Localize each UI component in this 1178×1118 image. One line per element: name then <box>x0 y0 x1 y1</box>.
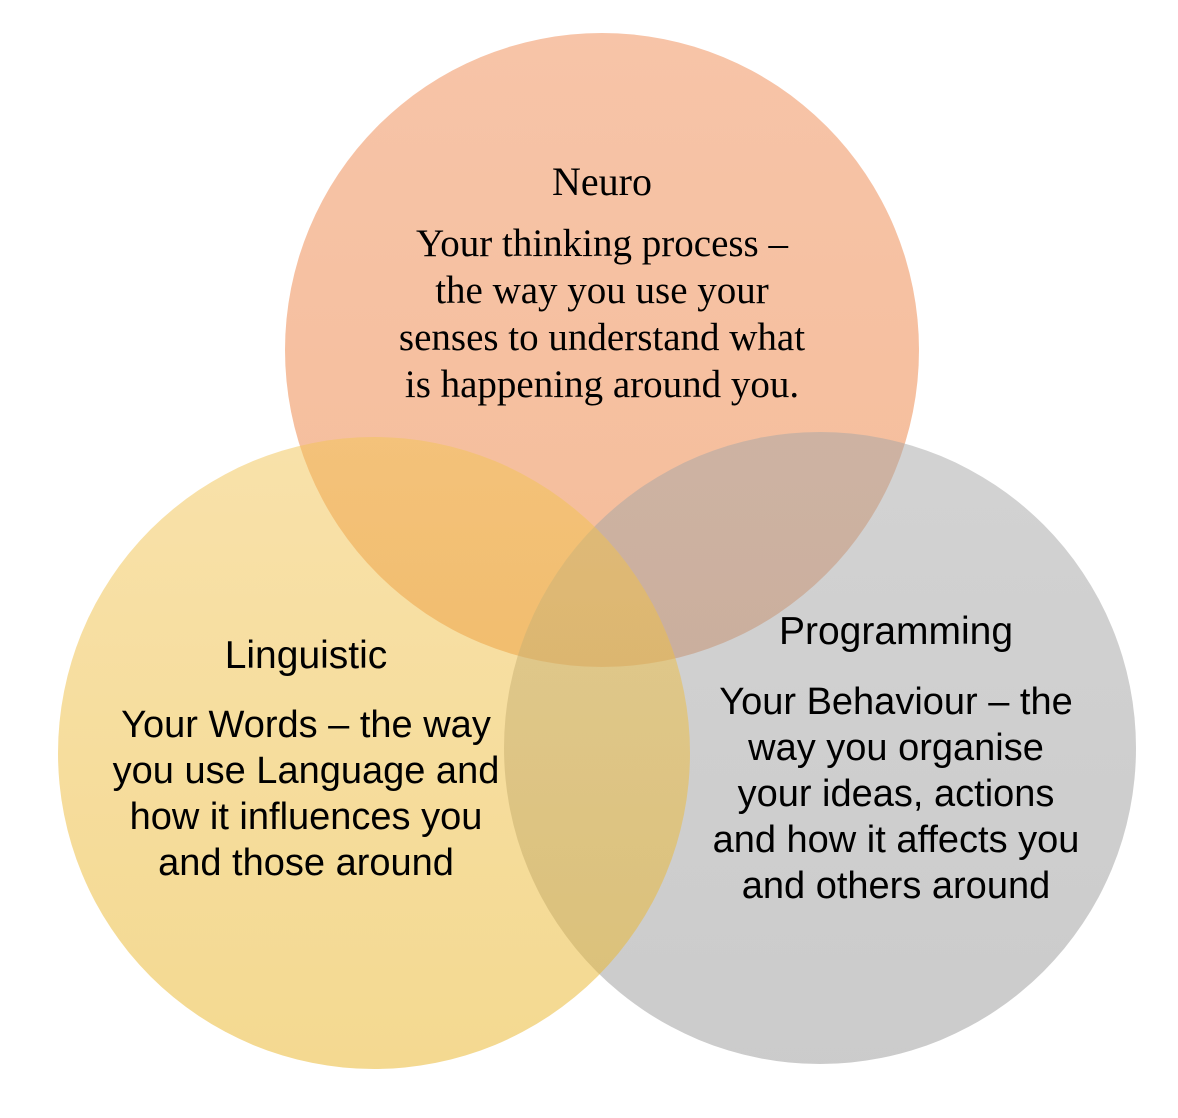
programming-circle <box>504 432 1136 1064</box>
linguistic-circle <box>58 437 690 1069</box>
neuro-description: Your thinking process –the way you use y… <box>398 222 806 406</box>
linguistic-label: Linguistic <box>224 634 388 677</box>
programming-label: Programming <box>778 610 1014 653</box>
neuro-label: Neuro <box>552 159 652 204</box>
